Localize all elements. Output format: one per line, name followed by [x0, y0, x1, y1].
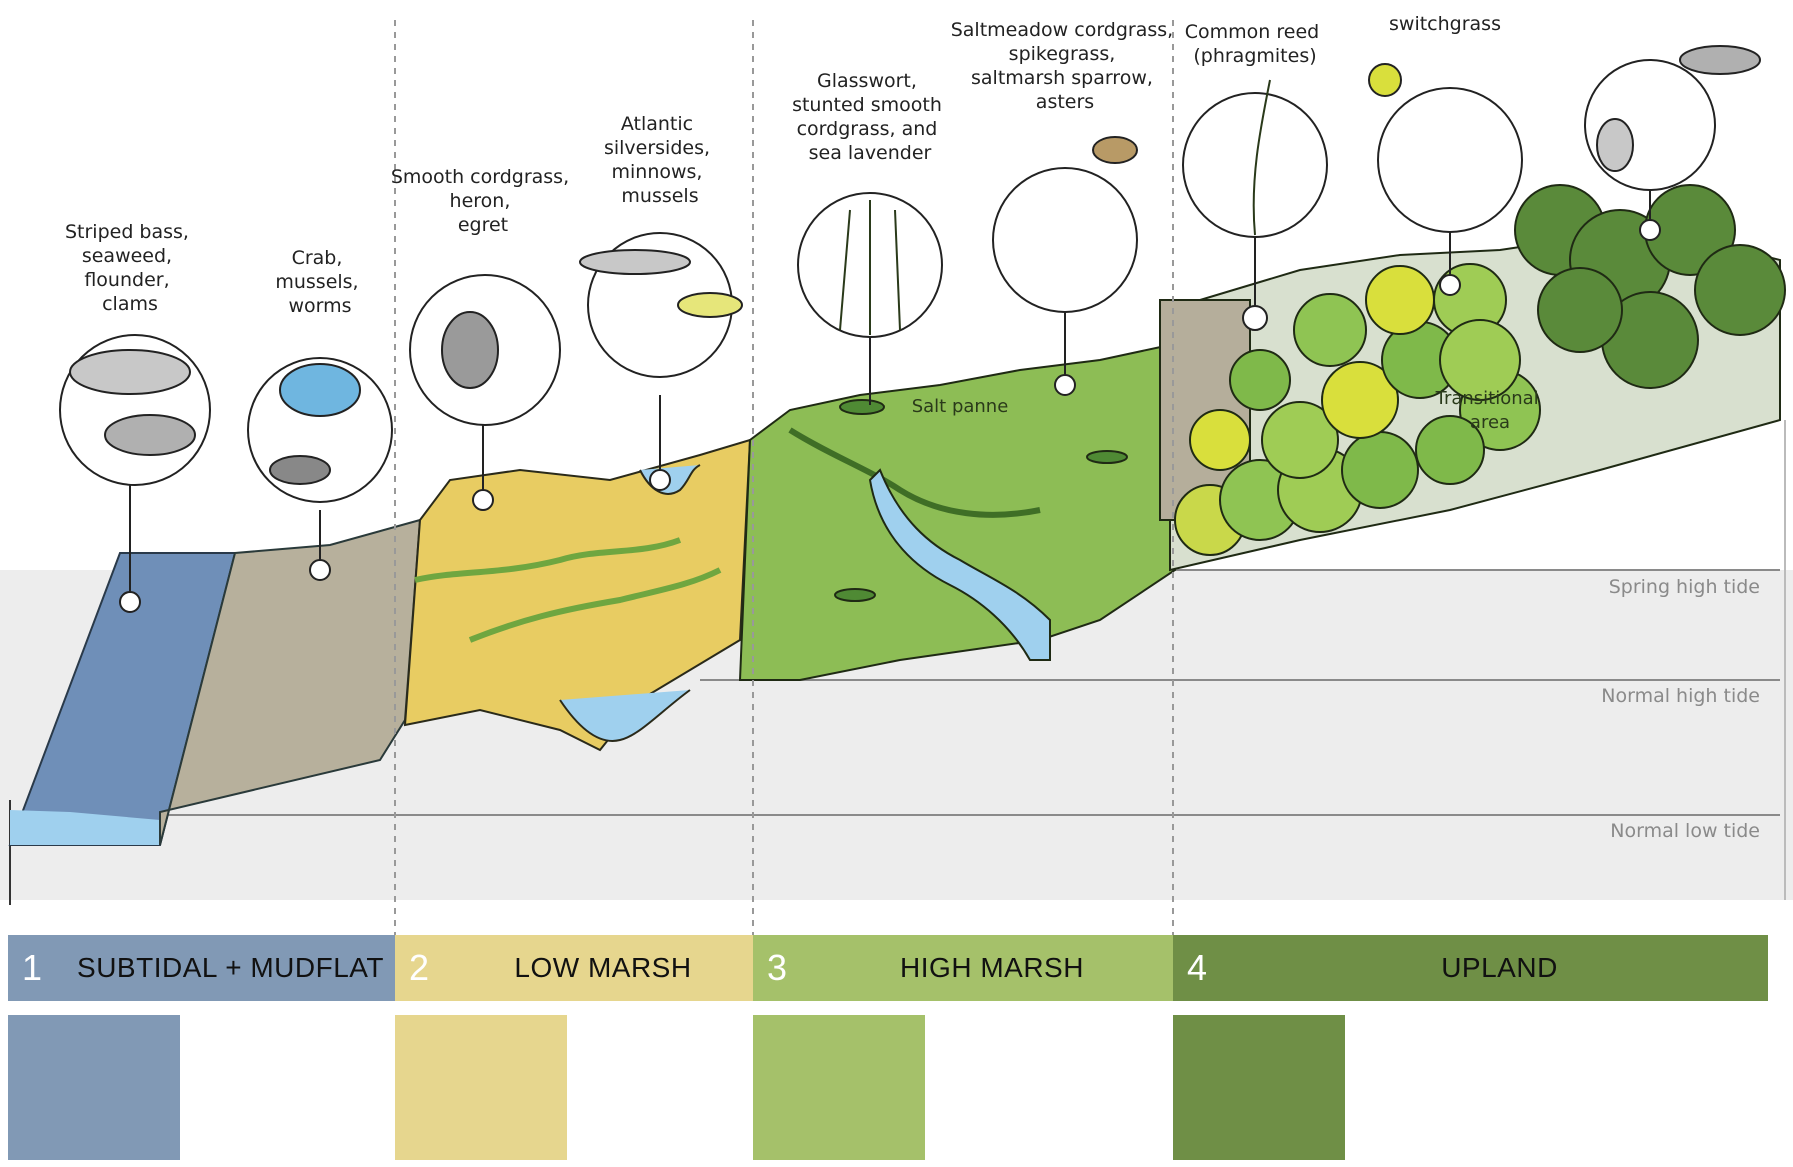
label-transitional-area: Transitional area	[1435, 388, 1545, 433]
callouts	[59, 59, 1716, 613]
label-normal-low-tide: Normal low tide	[1610, 820, 1760, 842]
label-lowmarsh-fish: Atlantic silversides, minnows, mussels	[604, 113, 716, 207]
glasswort-icon	[839, 200, 901, 335]
label-switchgrass: switchgrass	[1389, 13, 1501, 35]
swatch-subtidal-mudflat	[8, 1015, 180, 1160]
silverside-icon	[579, 249, 691, 275]
fish-icon	[69, 349, 191, 395]
callout-switchgrass	[1377, 87, 1523, 233]
species-illustrations	[69, 45, 1761, 485]
zone-name: LOW MARSH	[514, 952, 692, 983]
salt-panne-pool	[839, 399, 885, 415]
deer-icon	[1596, 118, 1634, 172]
label-common-reed: Common reed (phragmites)	[1185, 21, 1326, 67]
zone-bar-subtidal-mudflat: 1 SUBTIDAL + MUDFLAT	[8, 935, 395, 1001]
zone-number: 4	[1187, 947, 1208, 988]
reed-icon	[1252, 79, 1271, 236]
zone-bar-upland: 4 UPLAND	[1173, 935, 1768, 1001]
zone-name: SUBTIDAL + MUDFLAT	[77, 952, 384, 983]
swatch-low-marsh	[395, 1015, 567, 1160]
flounder-icon	[104, 414, 196, 456]
zone-number: 1	[22, 947, 43, 988]
swatch-high-marsh	[753, 1015, 925, 1160]
label-highmarsh-meadow: Saltmeadow cordgrass, spikegrass, saltma…	[951, 19, 1180, 113]
minnow-icon	[677, 292, 743, 318]
crab-icon	[279, 363, 361, 417]
zone-number: 3	[767, 947, 788, 988]
label-lowmarsh-birds: Smooth cordgrass, heron, egret	[391, 166, 575, 236]
label-spring-high-tide: Spring high tide	[1609, 576, 1760, 598]
trees	[1514, 184, 1786, 389]
zone-bar-low-marsh: 2 LOW MARSH	[395, 935, 753, 1001]
upland-zone	[1159, 184, 1786, 572]
mussel-icon	[269, 455, 331, 485]
callout-sparrow	[992, 167, 1138, 313]
label-normal-high-tide: Normal high tide	[1601, 685, 1760, 707]
hawk-icon	[1679, 45, 1761, 75]
label-highmarsh-plants: Glasswort, stunted smooth cordgrass, and…	[792, 70, 948, 164]
label-salt-panne: Salt panne	[912, 396, 1009, 417]
subtidal-water	[10, 810, 160, 845]
zone-name: HIGH MARSH	[900, 952, 1084, 983]
sparrow-icon	[1092, 136, 1138, 164]
flower-icon	[1368, 63, 1402, 97]
label-mudflat-species: Crab, mussels, worms	[275, 247, 364, 317]
mudflat-zone	[159, 518, 422, 846]
label-subtidal-species: Striped bass, seaweed, flounder, clams	[65, 221, 195, 315]
zone-number: 2	[409, 947, 430, 988]
zone-name: UPLAND	[1441, 952, 1558, 983]
zone-dividers	[394, 20, 1174, 935]
zone-bar-high-marsh: 3 HIGH MARSH	[753, 935, 1173, 1001]
heron-icon	[441, 311, 499, 389]
swatch-upland	[1173, 1015, 1345, 1160]
